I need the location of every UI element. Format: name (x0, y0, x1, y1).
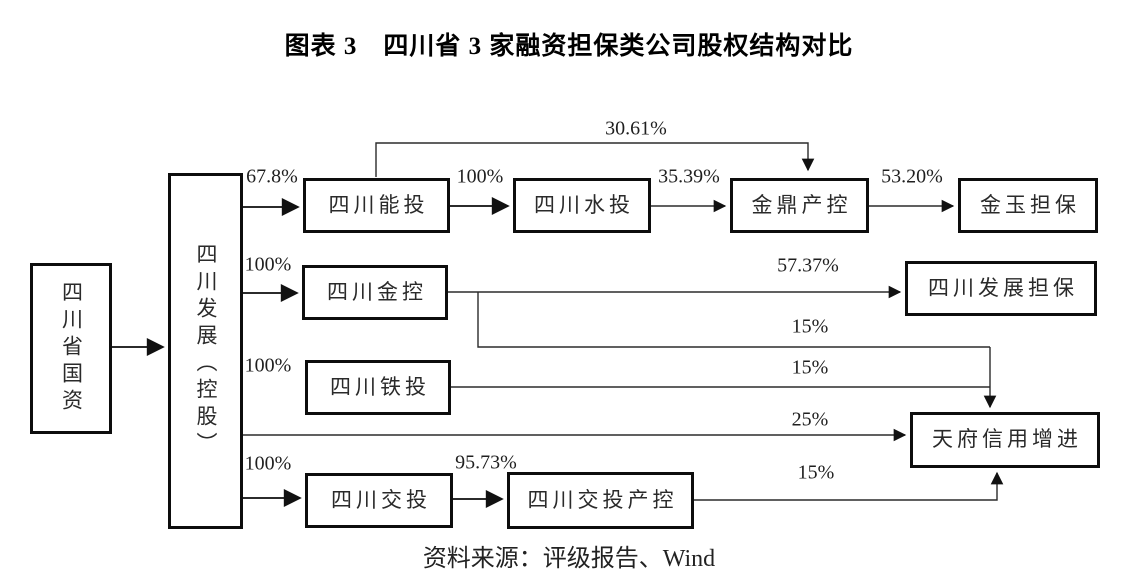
node-sichuan-tietou: 四川铁投 (305, 360, 451, 415)
node-jinyu-danbao: 金玉担保 (958, 178, 1098, 233)
edge-label-35-39: 35.39% (658, 165, 720, 188)
edge-label-95-73: 95.73% (455, 451, 517, 474)
node-sichuan-nengtou: 四川能投 (303, 178, 450, 233)
node-sichuan-jiaotou-chankong: 四川交投产控 (507, 472, 694, 529)
node-sichuan-jinkong: 四川金控 (302, 265, 448, 320)
node-jinding-chankong: 金鼎产控 (730, 178, 869, 233)
node-sichuan-fazhan-danbao: 四川发展担保 (905, 261, 1097, 316)
node-sichuan-shuitou: 四川水投 (513, 178, 651, 233)
edge-label-100-jiaotou: 100% (244, 452, 292, 475)
edge-label-100-nengtou: 100% (456, 165, 504, 188)
edge-label-67-8: 67.8% (246, 165, 298, 188)
edge-label-53-20: 53.20% (881, 165, 943, 188)
node-sichuan-fazhan: 四川发展（控股） (168, 173, 243, 529)
edge-label-15-jinkong: 15% (791, 315, 829, 338)
edge-label-25: 25% (791, 408, 829, 431)
edge-label-15-tietou: 15% (791, 356, 829, 379)
node-sichuan-guozi: 四川省国资 (30, 263, 112, 434)
edge-label-15-jiaotou-chankong: 15% (797, 461, 835, 484)
source-caption: 资料来源：评级报告、Wind (422, 546, 716, 572)
node-tianfu-xinyong-zengjin: 天府信用增进 (910, 412, 1100, 468)
edge-label-57-37: 57.37% (777, 254, 839, 277)
edge-label-100-tietou: 100% (244, 354, 292, 377)
edge-label-30-61: 30.61% (605, 117, 667, 140)
edge-label-100-jinkong: 100% (244, 253, 292, 276)
chart-title: 图表 3 四川省 3 家融资担保类公司股权结构对比 (284, 33, 854, 60)
node-sichuan-jiaotou: 四川交投 (305, 473, 453, 528)
